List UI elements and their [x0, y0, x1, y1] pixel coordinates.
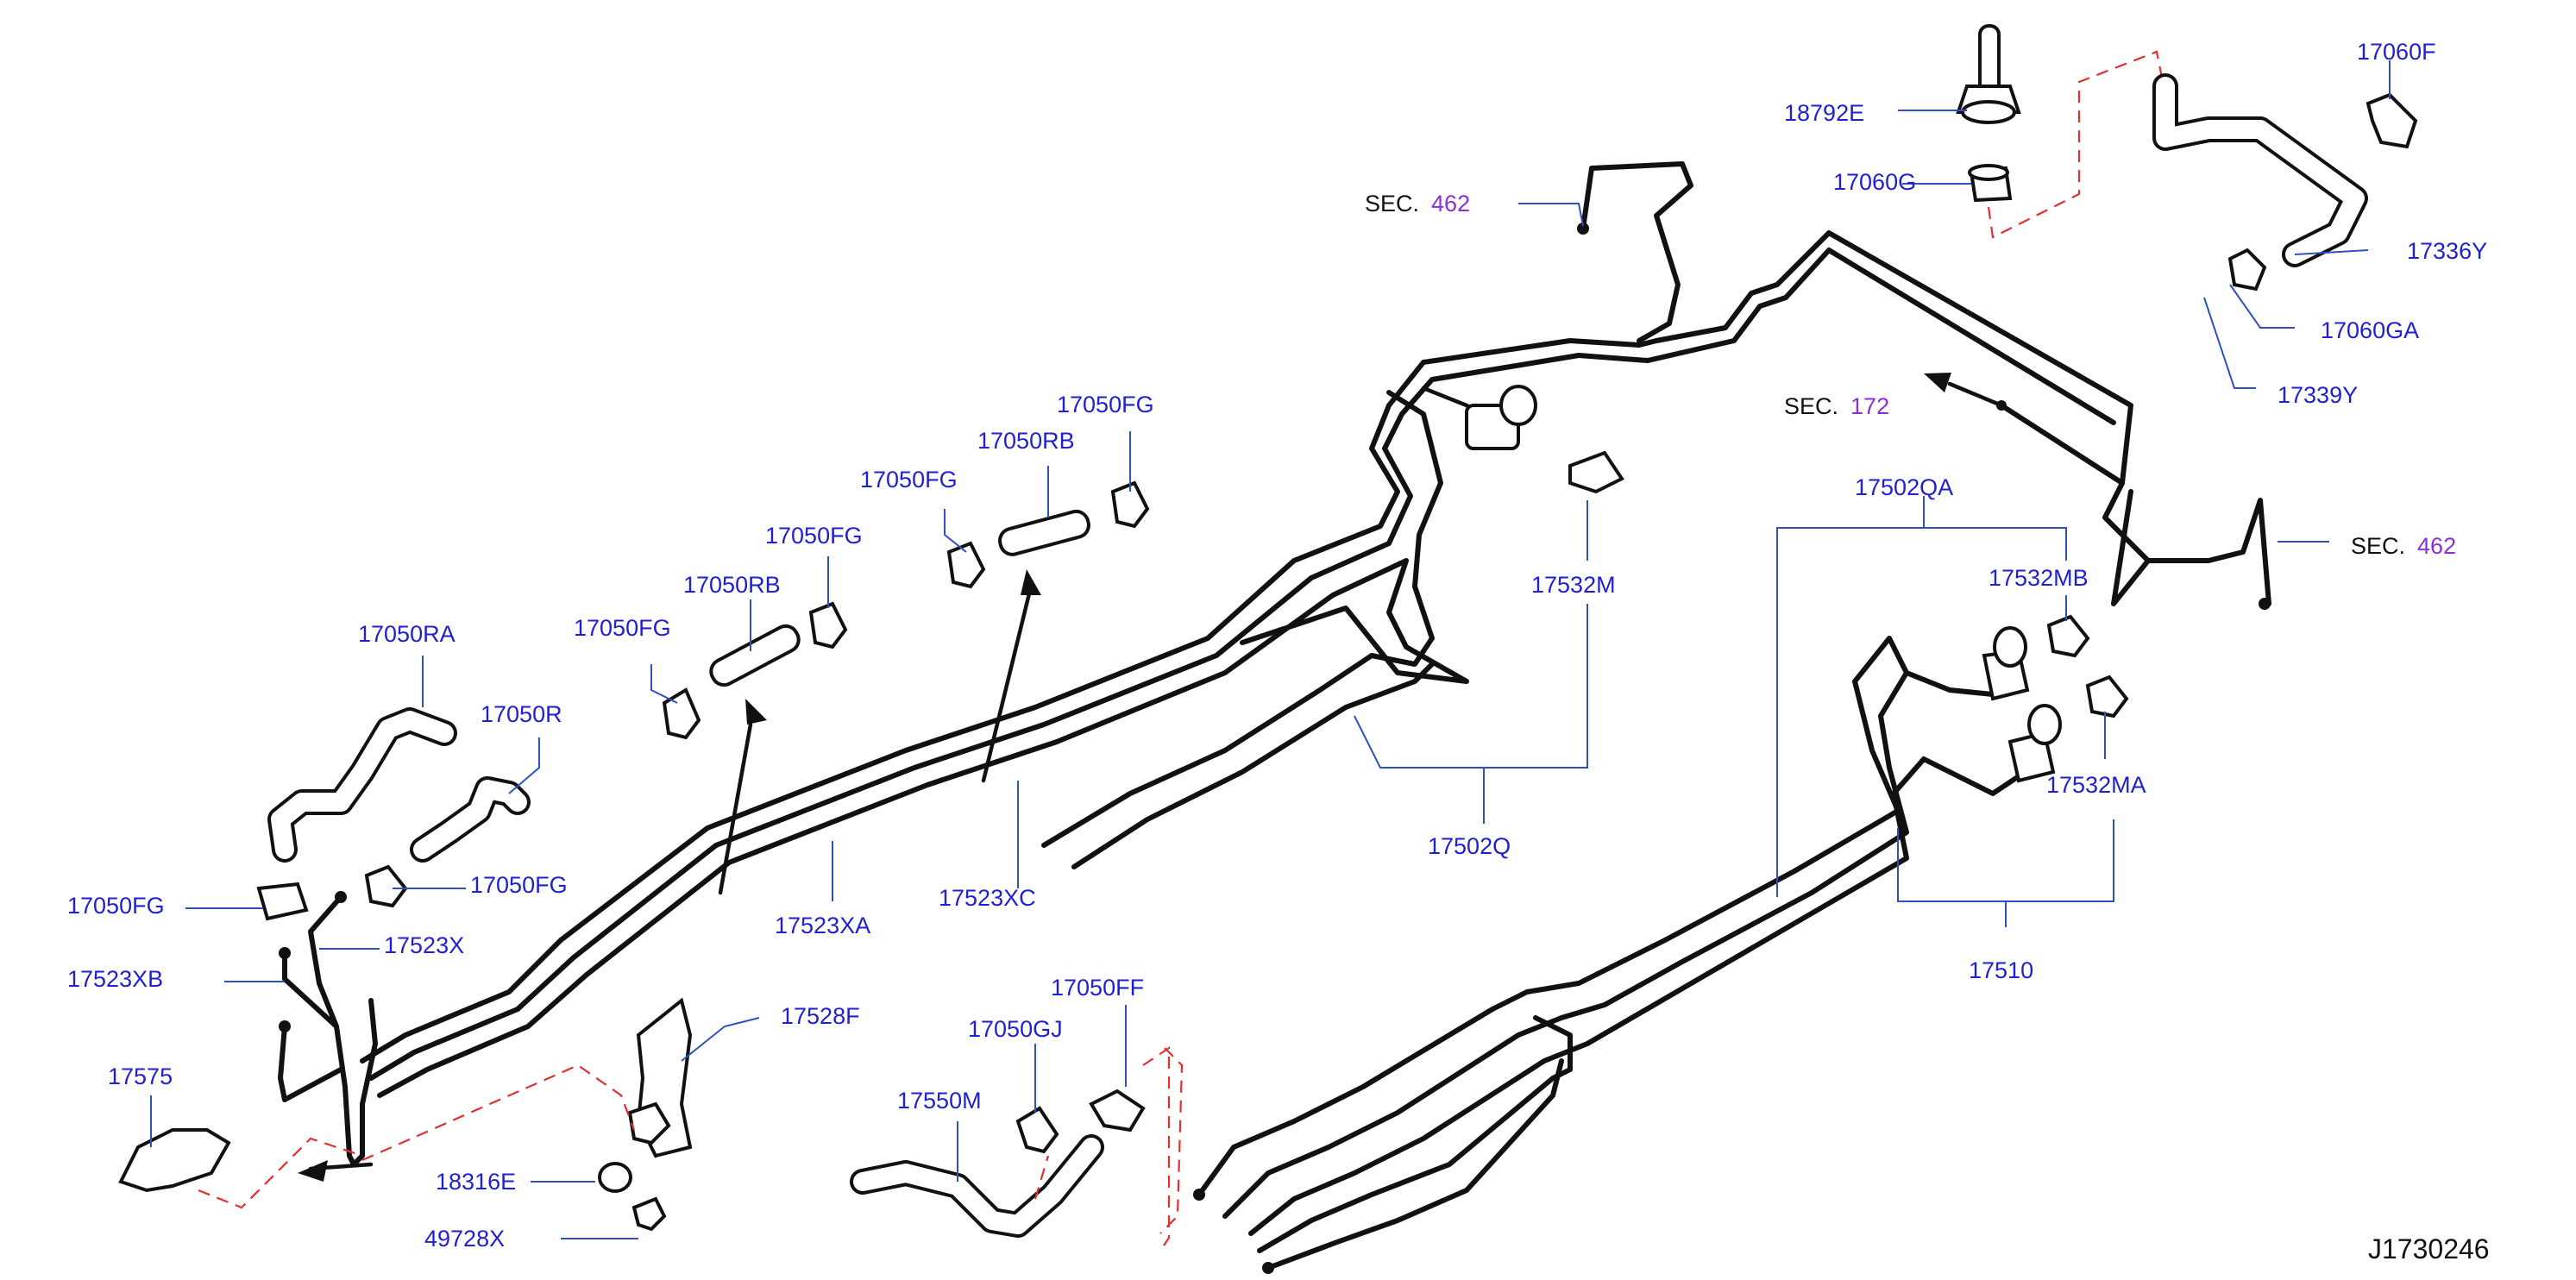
hose-17050RA[interactable]	[267, 707, 457, 863]
leader-17050FG-d	[650, 664, 678, 704]
part-label-17532MA[interactable]: 17532MA	[2046, 772, 2146, 798]
hose-17050RB-upper[interactable]	[946, 480, 1150, 589]
leader-17502Q	[1354, 604, 1588, 824]
part-label-17528F[interactable]: 17528F	[781, 1003, 860, 1029]
part-label-17050FG[interactable]: 17050FG	[860, 467, 958, 493]
hose-17050RB-lower[interactable]	[662, 601, 848, 740]
arrow-to-sec-172	[1924, 373, 2007, 411]
part-label-17339Y[interactable]: 17339Y	[2278, 382, 2359, 408]
part-label-17502QA[interactable]: 17502QA	[1855, 474, 1954, 500]
tube-to-sec-462-top[interactable]	[1518, 161, 1693, 343]
part-label-17510[interactable]: 17510	[1969, 957, 2034, 983]
leader-17050R	[508, 737, 540, 794]
part-label-17050FG[interactable]: 17050FG	[574, 615, 671, 641]
valve-18792E[interactable]	[1956, 24, 2167, 239]
part-label-17575[interactable]: 17575	[108, 1064, 173, 1089]
section-ref-172[interactable]: SEC. 172	[1784, 395, 1889, 418]
fuel-tube-bundle-main[interactable]	[360, 230, 2271, 1098]
section-prefix: SEC.	[2351, 533, 2406, 559]
part-label-17523XB[interactable]: 17523XB	[67, 966, 164, 992]
clamps-left[interactable]	[256, 864, 408, 921]
part-label-17060F[interactable]: 17060F	[2357, 39, 2436, 65]
arrows-hose-up	[718, 569, 1041, 895]
clip-49728X[interactable]	[631, 1196, 667, 1232]
part-label-17550M[interactable]: 17550M	[897, 1088, 982, 1114]
leader-17510	[1897, 819, 2114, 927]
bracket-17528F[interactable]	[361, 997, 693, 1162]
part-label-17050RB[interactable]: 17050RB	[683, 572, 781, 598]
part-label-17050FG[interactable]: 17050FG	[1057, 392, 1154, 417]
part-label-18316E[interactable]: 18316E	[436, 1169, 517, 1195]
quick-connector-17532M[interactable]	[1421, 385, 1624, 494]
part-label-17523X[interactable]: 17523X	[384, 932, 465, 958]
tube-bundle-tank-17510[interactable]	[1159, 636, 2021, 1274]
tube-left-verticals[interactable]	[278, 891, 378, 1182]
part-label-17523XC[interactable]: 17523XC	[939, 885, 1036, 911]
part-label-17050FG[interactable]: 17050FG	[765, 523, 863, 549]
leader-17336Y	[2294, 249, 2369, 255]
leader-17050FG-b	[944, 509, 967, 553]
part-label-49728X[interactable]: 49728X	[424, 1226, 506, 1252]
hose-17336Y[interactable]	[2152, 73, 2418, 292]
diagram-id: J1730246	[2368, 1233, 2490, 1264]
hose-17050R[interactable]	[410, 776, 531, 863]
part-label-17060GA[interactable]: 17060GA	[2321, 317, 2420, 343]
leader-17528F	[681, 1017, 760, 1062]
part-label-17523XA[interactable]: 17523XA	[775, 913, 871, 938]
section-number: 462	[1431, 191, 1471, 216]
part-label-17050RA[interactable]: 17050RA	[358, 621, 456, 647]
part-label-17060G[interactable]: 17060G	[1833, 169, 1917, 195]
hose-17550M[interactable]	[850, 1045, 1171, 1252]
part-label-17050FF[interactable]: 17050FF	[1051, 975, 1145, 1001]
part-label-17532MB[interactable]: 17532MB	[1989, 565, 2089, 591]
part-label-17532M[interactable]: 17532M	[1531, 572, 1616, 598]
part-label-17336Y[interactable]: 17336Y	[2407, 238, 2488, 264]
section-prefix: SEC.	[1365, 191, 1420, 216]
section-number: 172	[1850, 393, 1890, 419]
quick-connectors-17532MB-17532MA[interactable]	[1982, 614, 2129, 783]
section-ref-462-right[interactable]: SEC. 462	[2351, 535, 2456, 558]
part-label-17050GJ[interactable]: 17050GJ	[968, 1016, 1063, 1042]
leader-17339Y	[2203, 297, 2256, 389]
part-label-18792E[interactable]: 18792E	[1784, 100, 1865, 126]
part-label-17050R[interactable]: 17050R	[481, 701, 562, 727]
section-prefix: SEC.	[1784, 393, 1839, 419]
bracket-17575[interactable]	[118, 1128, 363, 1209]
section-number: 462	[2417, 533, 2457, 559]
grommet-18316E[interactable]	[598, 1162, 632, 1193]
part-label-17050FG[interactable]: 17050FG	[470, 872, 568, 898]
section-ref-462-top[interactable]: SEC. 462	[1365, 192, 1470, 216]
leader-17060GA	[2229, 284, 2295, 329]
part-label-17050RB[interactable]: 17050RB	[977, 428, 1075, 454]
part-label-17502Q[interactable]: 17502Q	[1428, 833, 1511, 859]
part-label-17050FG[interactable]: 17050FG	[67, 893, 165, 919]
leader-17502QA	[1776, 496, 2067, 897]
